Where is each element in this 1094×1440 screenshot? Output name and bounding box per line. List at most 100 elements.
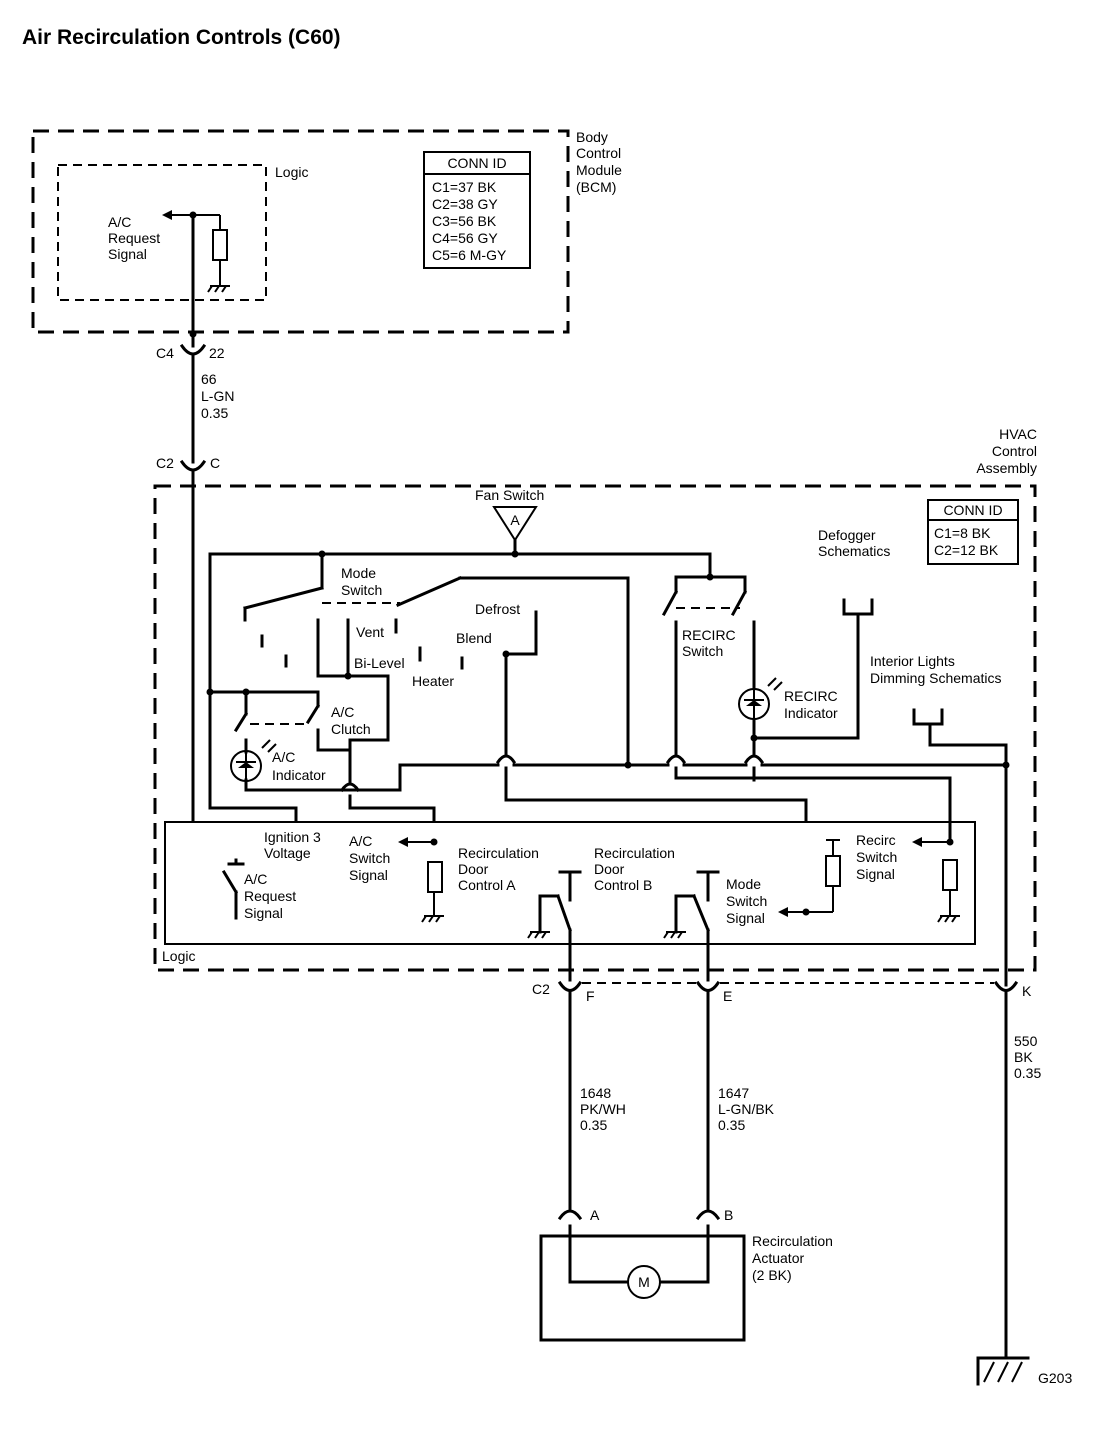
motor-icon xyxy=(627,1265,661,1299)
svg-text:Recirculation: Recirculation xyxy=(752,1233,833,1249)
svg-text:Signal: Signal xyxy=(108,246,147,262)
svg-text:0.35: 0.35 xyxy=(580,1117,607,1133)
signal-arrow-icon xyxy=(398,837,408,847)
svg-text:PK/WH: PK/WH xyxy=(580,1101,626,1117)
hvac-name-3: Assembly xyxy=(976,460,1037,476)
hvac-conn-id-header: CONN ID xyxy=(943,502,1002,518)
connector-c2-c-name: C2 xyxy=(156,455,174,471)
bcm-conn-id-row: C1=37 BK xyxy=(432,179,497,195)
signal-arrow-icon xyxy=(778,907,788,917)
ground-icon xyxy=(937,915,960,923)
svg-text:Mode: Mode xyxy=(341,565,376,581)
svg-text:0.35: 0.35 xyxy=(718,1117,745,1133)
motor-label: M xyxy=(638,1274,650,1290)
signal-arrow-icon xyxy=(162,210,172,220)
resistor-icon xyxy=(825,855,841,887)
ground-label: G203 xyxy=(1038,1370,1072,1386)
hvac-logic-label: Logic xyxy=(162,948,195,964)
bcm-name-4: (BCM) xyxy=(576,179,616,195)
svg-text:L-GN/BK: L-GN/BK xyxy=(718,1101,775,1117)
recirc-switch-signal: Recirc Switch Signal xyxy=(856,832,960,923)
ignition-3-label: Ignition 3 xyxy=(264,829,321,845)
bcm-conn-id-row: C4=56 GY xyxy=(432,230,498,246)
ignition-3-label: Voltage xyxy=(264,845,311,861)
svg-text:1648: 1648 xyxy=(580,1085,611,1101)
bcm-conn-id-row: C5=6 M-GY xyxy=(432,247,507,263)
defogger-reference: Defogger Schematics xyxy=(818,527,890,616)
svg-text:Signal: Signal xyxy=(856,866,895,882)
connector-c4-name: C4 xyxy=(156,345,174,361)
resistor-icon xyxy=(427,861,443,893)
signal-arrow-icon xyxy=(912,837,922,847)
svg-text:Control A: Control A xyxy=(458,877,516,893)
bcm-boundary xyxy=(31,129,570,334)
svg-text:Door: Door xyxy=(594,861,625,877)
svg-text:A/C: A/C xyxy=(108,214,131,230)
ground-icon xyxy=(663,931,686,939)
svg-text:Mode: Mode xyxy=(726,876,761,892)
svg-text:Request: Request xyxy=(108,230,160,246)
connector-c2-pin-k: K xyxy=(1022,983,1032,999)
bcm-ac-request-signal: A/C Request Signal xyxy=(108,210,230,293)
ac-clutch-switch: A/C Clutch xyxy=(208,688,371,752)
recirc-indicator: RECIRC Indicator xyxy=(738,612,860,758)
svg-text:Switch: Switch xyxy=(341,582,382,598)
svg-text:A/C: A/C xyxy=(244,871,267,887)
heater-label: Heater xyxy=(412,673,454,689)
bcm-conn-id-row: C2=38 GY xyxy=(432,196,498,212)
fan-switch-ref: A xyxy=(510,512,520,528)
bi-level-label: Bi-Level xyxy=(354,655,405,671)
svg-text:A/C: A/C xyxy=(272,749,295,765)
hvac-name-2: Control xyxy=(992,443,1037,459)
ground-icon xyxy=(421,915,444,923)
connector-c4-pin: 22 xyxy=(209,345,225,361)
svg-text:Signal: Signal xyxy=(349,867,388,883)
ac-indicator: A/C Indicator xyxy=(230,738,326,783)
svg-text:Indicator: Indicator xyxy=(784,705,838,721)
recirc-door-control-b: Recirculation Door Control B xyxy=(594,845,720,939)
recirculation-actuator: A B M Recirculation Actuator (2 BK) xyxy=(539,1207,833,1342)
bcm-logic-label: Logic xyxy=(275,164,308,180)
hvac-conn-id-table: CONN ID C1=8 BK C2=12 BK xyxy=(927,499,1019,565)
svg-text:Switch: Switch xyxy=(682,643,723,659)
hvac-ac-request-signal: A/C Request Signal xyxy=(221,858,296,921)
ground-icon xyxy=(207,285,230,293)
ground-icon xyxy=(527,931,550,939)
resistor-icon xyxy=(212,229,228,261)
svg-text:Indicator: Indicator xyxy=(272,767,326,783)
svg-text:Signal: Signal xyxy=(244,905,283,921)
svg-text:Door: Door xyxy=(458,861,489,877)
svg-text:Switch: Switch xyxy=(856,849,897,865)
svg-text:BK: BK xyxy=(1014,1049,1033,1065)
hvac-name-1: HVAC xyxy=(999,426,1037,442)
hvac-boundary xyxy=(153,484,1037,972)
svg-text:Clutch: Clutch xyxy=(331,721,371,737)
svg-text:Actuator: Actuator xyxy=(752,1250,804,1266)
actuator-pin-b: B xyxy=(724,1207,733,1223)
mode-switch-signal: Mode Switch Signal xyxy=(726,839,841,926)
connector-c2-pin-e: E xyxy=(723,988,732,1004)
wire-66-color: L-GN xyxy=(201,388,234,404)
connector-c2-c-icon xyxy=(179,459,207,472)
recirc-door-control-a: Recirculation Door Control A xyxy=(458,845,582,939)
blend-label: Blend xyxy=(456,630,492,646)
svg-text:Schematics: Schematics xyxy=(818,543,890,559)
connector-c2-bottom: C2 F E K xyxy=(532,928,1032,1004)
diagram-title: Air Recirculation Controls (C60) xyxy=(22,26,341,49)
svg-text:550: 550 xyxy=(1014,1033,1038,1049)
hvac-control-assembly: HVAC Control Assembly CONN ID C1=8 BK C2… xyxy=(153,426,1037,987)
connector-c2-name: C2 xyxy=(532,981,550,997)
recirc-switch: RECIRC Switch xyxy=(661,575,756,758)
svg-text:Switch: Switch xyxy=(349,850,390,866)
svg-text:A/C: A/C xyxy=(349,833,372,849)
svg-text:Dimming Schematics: Dimming Schematics xyxy=(870,670,1001,686)
wire-66-number: 66 xyxy=(201,371,217,387)
fan-switch-label: Fan Switch xyxy=(475,487,544,503)
ac-switch-signal: A/C Switch Signal xyxy=(349,833,444,923)
hvac-conn-id-row: C1=8 BK xyxy=(934,525,991,541)
fan-switch-reference: Fan Switch A xyxy=(475,487,544,542)
hvac-conn-id-row: C2=12 BK xyxy=(934,542,999,558)
svg-text:Switch: Switch xyxy=(726,893,767,909)
svg-text:Recirc: Recirc xyxy=(856,832,896,848)
